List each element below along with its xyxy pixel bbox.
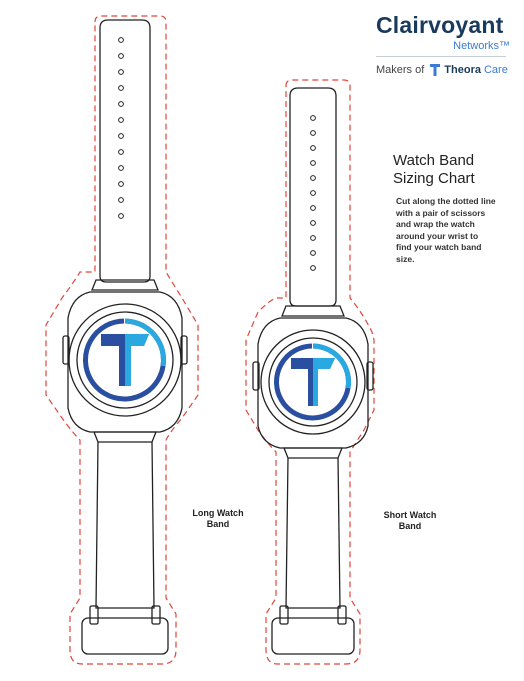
long-watch-logo-icon xyxy=(83,318,166,402)
short-band-label-line-2: Band xyxy=(398,521,422,531)
brand-name: Clairvoyant xyxy=(376,12,504,38)
makers-of-line: Makers of Theora Care xyxy=(376,62,508,78)
short-band-label: Short Watch Band xyxy=(380,510,440,532)
short-watch-logo-icon xyxy=(274,343,351,421)
long-band-holes xyxy=(118,37,124,219)
short-cut-line xyxy=(245,79,375,665)
long-band-label: Long Watch Band xyxy=(188,508,248,530)
makers-prefix: Makers of xyxy=(376,64,425,76)
brand-subtitle: Networks™ xyxy=(453,40,510,52)
short-band-holes xyxy=(310,115,316,271)
short-watch-outline xyxy=(252,87,374,655)
partner-name: Theora xyxy=(444,64,481,76)
partner-suffix: Care xyxy=(483,64,508,76)
title-line-1: Watch Band xyxy=(393,152,475,169)
short-band-label-line-1: Short Watch xyxy=(383,510,437,520)
long-watch-outline xyxy=(62,19,188,655)
long-cut-line xyxy=(45,15,199,665)
instructions-text: Cut along the dotted line with a pair of… xyxy=(396,196,496,264)
divider xyxy=(376,56,506,57)
long-band-label-line-1: Long Watch xyxy=(192,508,244,518)
title-line-2: Sizing Chart xyxy=(393,170,475,187)
long-band-label-line-2: Band xyxy=(206,519,230,529)
theora-logo-icon xyxy=(430,64,441,76)
page-title: Watch Band Sizing Chart xyxy=(393,152,503,188)
